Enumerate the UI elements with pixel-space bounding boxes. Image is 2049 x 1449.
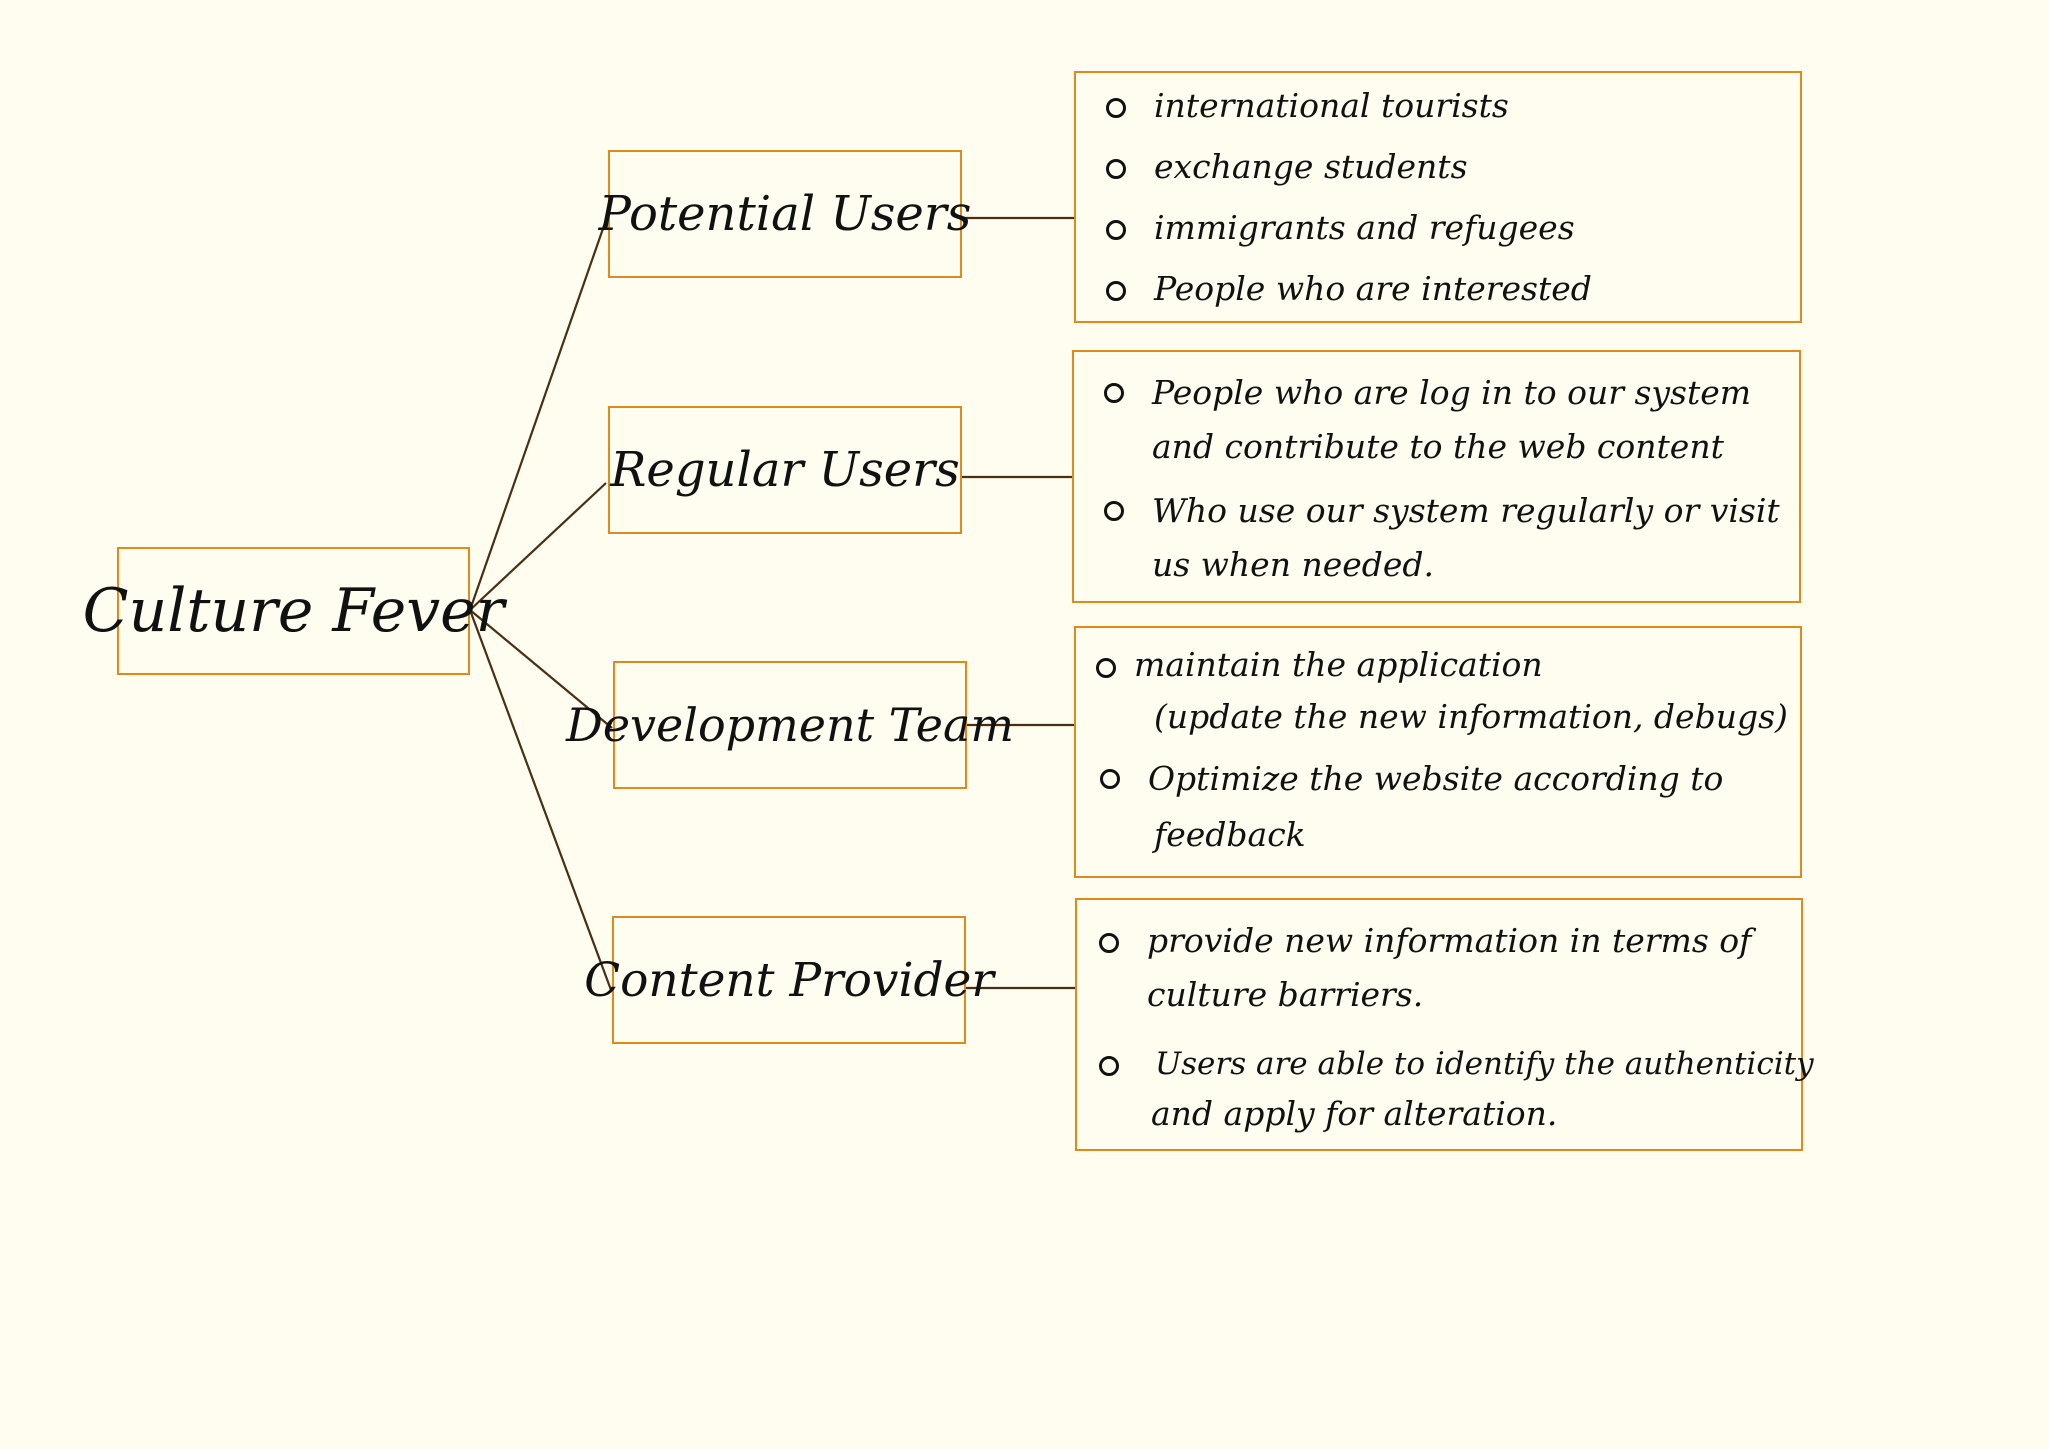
details-regular-users: People who are log in to our system and … [1072,350,1801,603]
node-label: Development Team [565,698,1015,752]
note-text: provide new information in terms of [1147,921,1752,960]
root-label: Culture Fever [82,576,505,646]
bullet-circle-icon [1106,220,1126,240]
note-text: Optimize the website according to [1148,759,1724,798]
connector-root-regular [469,482,607,611]
bullet-circle-icon [1099,1056,1119,1076]
note-text: exchange students [1154,147,1468,186]
node-regular-users: Regular Users [608,406,962,534]
connector-root-potential [468,219,608,611]
note-text: Who use our system regularly or visit [1152,491,1780,530]
note-text-continued: feedback [1154,815,1306,854]
note-text: immigrants and refugees [1154,208,1575,247]
bullet-circle-icon [1106,281,1126,301]
node-label: Regular Users [610,442,960,498]
bullet-circle-icon [1099,933,1119,953]
note-text: international tourists [1154,86,1509,125]
node-development-team: Development Team [566,661,1014,789]
note-text-continued: and contribute to the web content [1152,427,1724,466]
node-content-provider: Content Provider [584,916,994,1044]
details-potential-users: international tourists exchange students… [1074,71,1802,323]
note-text: maintain the application [1134,645,1543,684]
connector-root-development [469,609,613,729]
note-text-continued: culture barriers. [1147,975,1424,1014]
note-text: People who are interested [1154,269,1592,308]
root-node: Culture Fever [83,547,504,675]
connector-root-content [468,609,613,991]
bullet-circle-icon [1104,501,1124,521]
node-label: Potential Users [598,186,972,242]
bullet-circle-icon [1104,383,1124,403]
note-text-continued: us when needed. [1152,545,1435,584]
bullet-circle-icon [1100,769,1120,789]
details-content-provider: provide new information in terms of cult… [1075,898,1814,1151]
note-text: Users are able to identify the authentic… [1155,1046,1814,1082]
details-development-team: maintain the application (update the new… [1074,626,1802,878]
bullet-circle-icon [1106,98,1126,118]
bullet-circle-icon [1106,159,1126,179]
note-text: People who are log in to our system [1152,373,1752,412]
node-potential-users: Potential Users [599,150,971,278]
note-text-continued: and apply for alteration. [1151,1094,1558,1133]
node-label: Content Provider [584,952,994,1008]
bullet-circle-icon [1096,658,1116,678]
note-text-continued: (update the new information, debugs) [1154,697,1788,736]
